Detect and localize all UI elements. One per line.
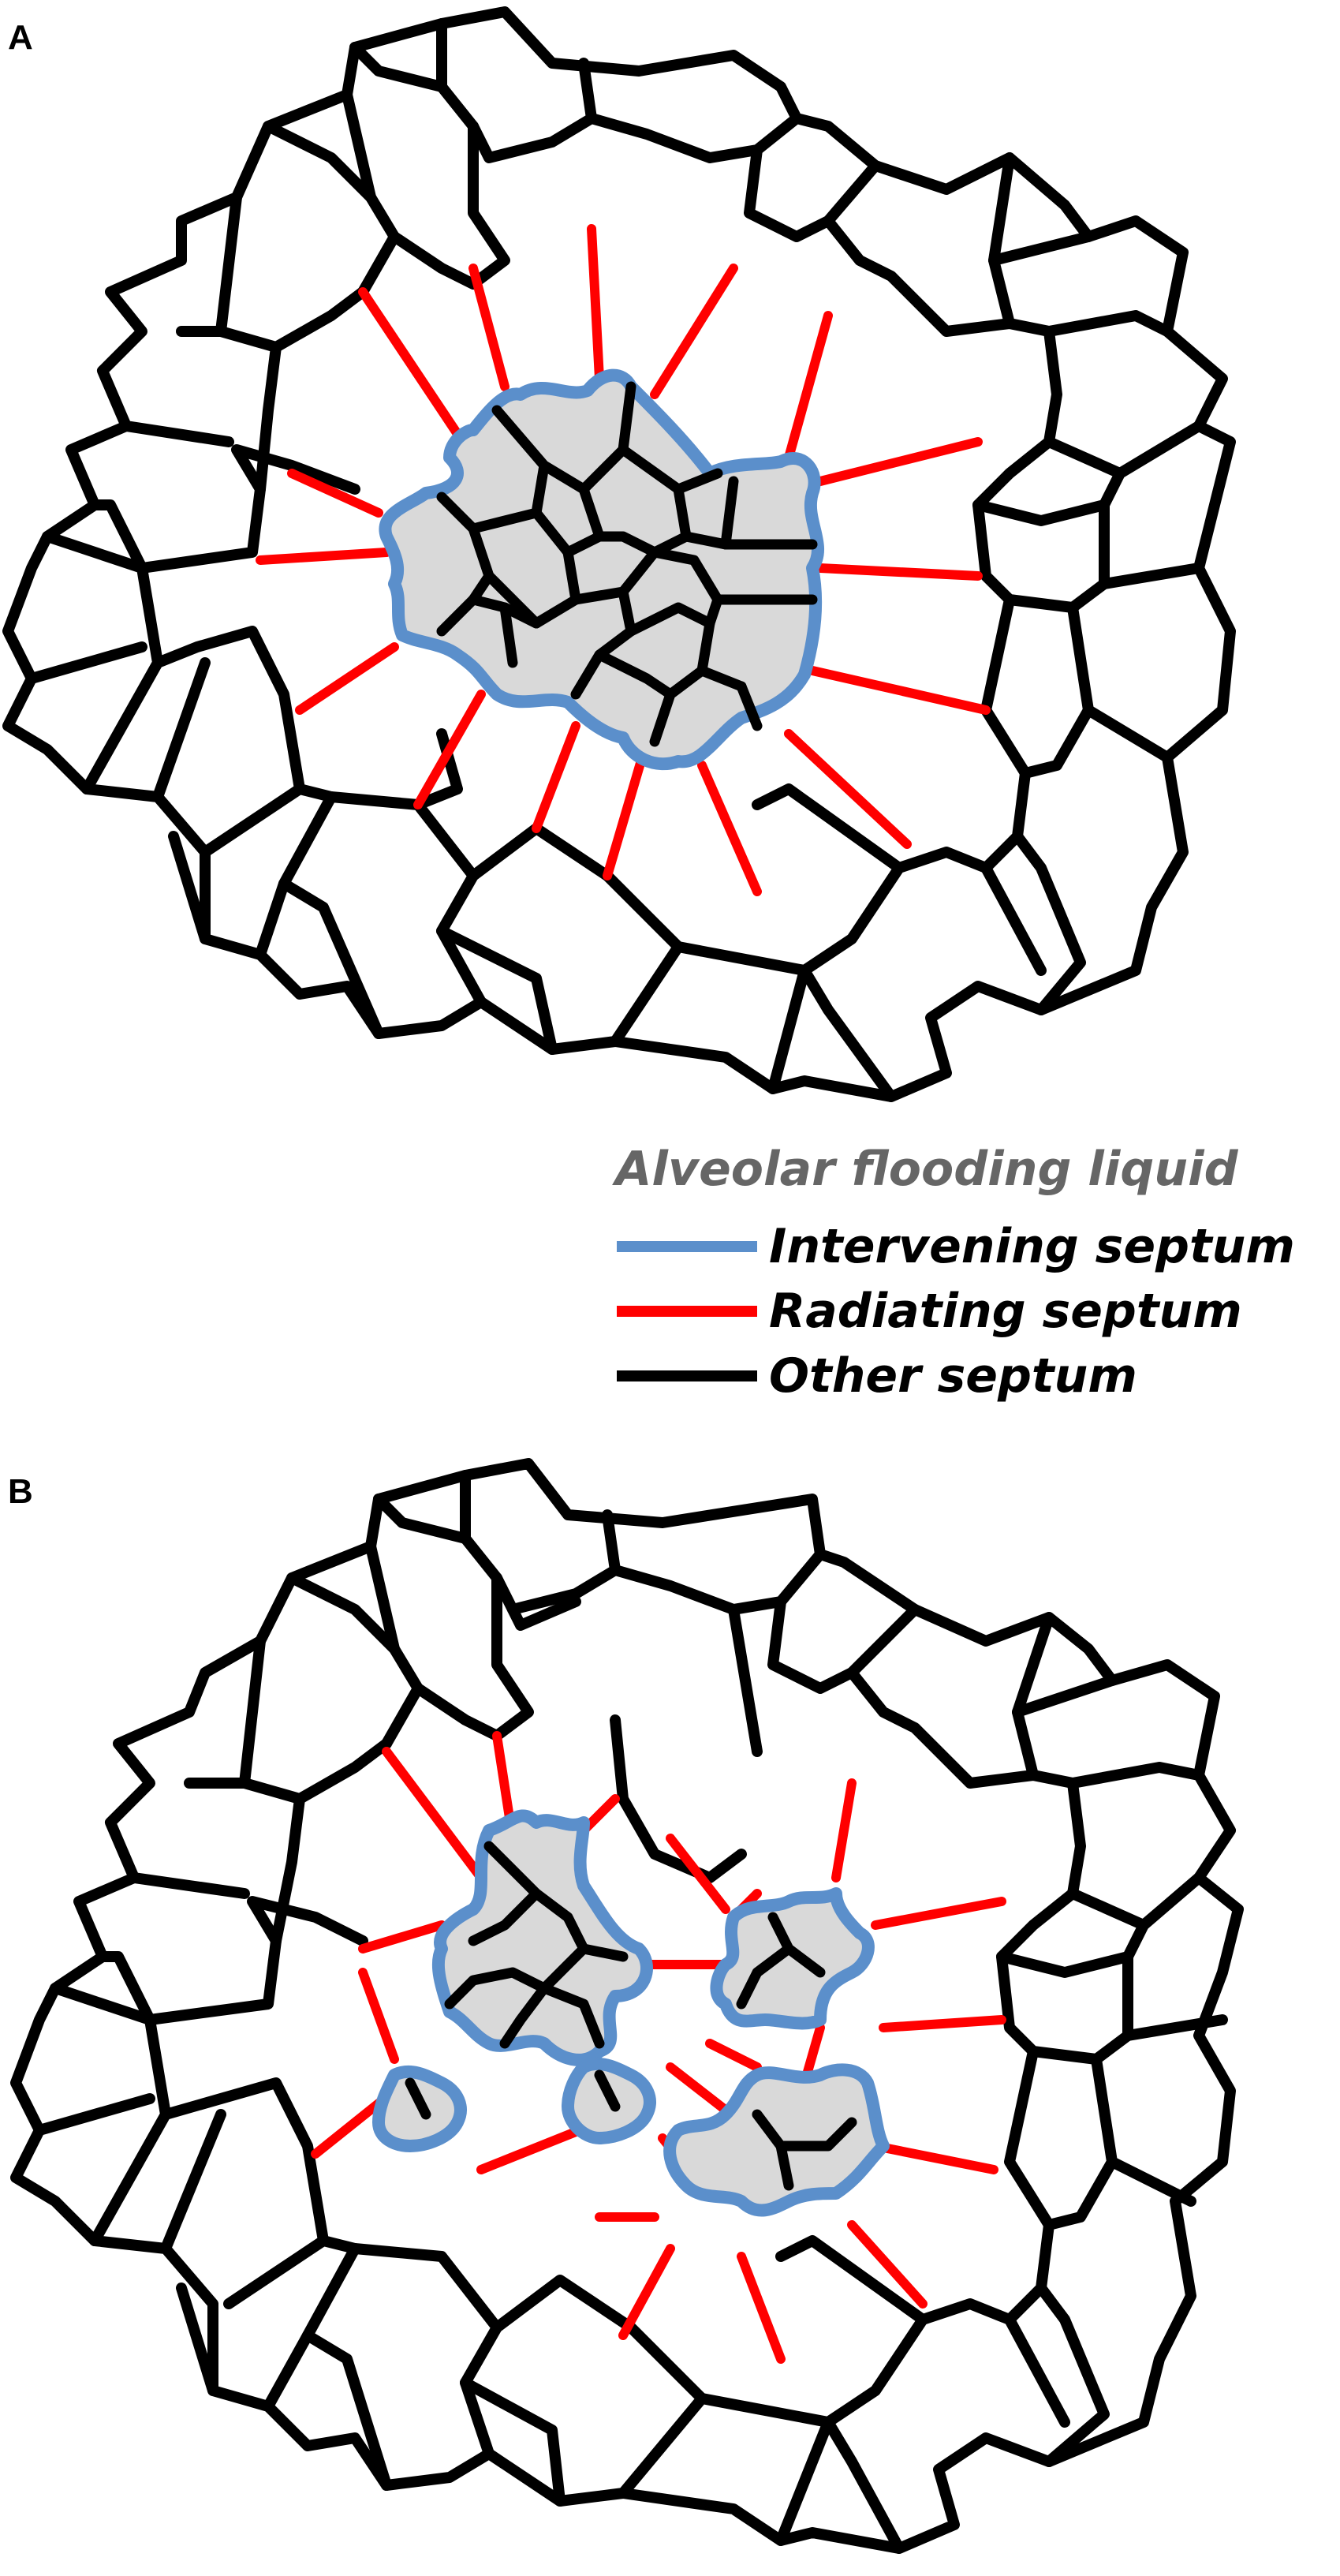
panel-b-intervening-septum-2 <box>710 1887 875 2030</box>
panel-a: A <box>2 6 1236 1102</box>
panel-b-inner-septa <box>405 1841 857 2191</box>
panel-a-inner-septa <box>436 381 818 747</box>
panel-a-radiating-septa <box>256 224 991 896</box>
legend-flooding-liquid-label: Alveolar flooding liquid <box>612 1142 1239 1197</box>
legend-radiating-label: Radiating septum <box>769 1284 1242 1339</box>
legend: Alveolar flooding liquid Intervening sep… <box>612 1142 1295 1404</box>
legend-other-label: Other septum <box>769 1348 1137 1404</box>
panel-b-flooded-regions <box>372 1809 890 2217</box>
panel-b-other-septa <box>10 1458 1244 2554</box>
panel-b-label: B <box>8 1472 33 1511</box>
legend-intervening-label: Intervening septum <box>769 1219 1295 1274</box>
panel-a-other-septa <box>2 6 1236 1102</box>
panel-b-radiating-septa <box>311 1731 1006 2364</box>
panel-b-intervening-septum-1 <box>431 1809 653 2066</box>
panel-a-intervening-septum <box>379 368 825 771</box>
panel-a-flooded-region <box>379 368 825 771</box>
panel-a-label: A <box>8 18 33 57</box>
panel-b: B <box>8 1458 1244 2554</box>
